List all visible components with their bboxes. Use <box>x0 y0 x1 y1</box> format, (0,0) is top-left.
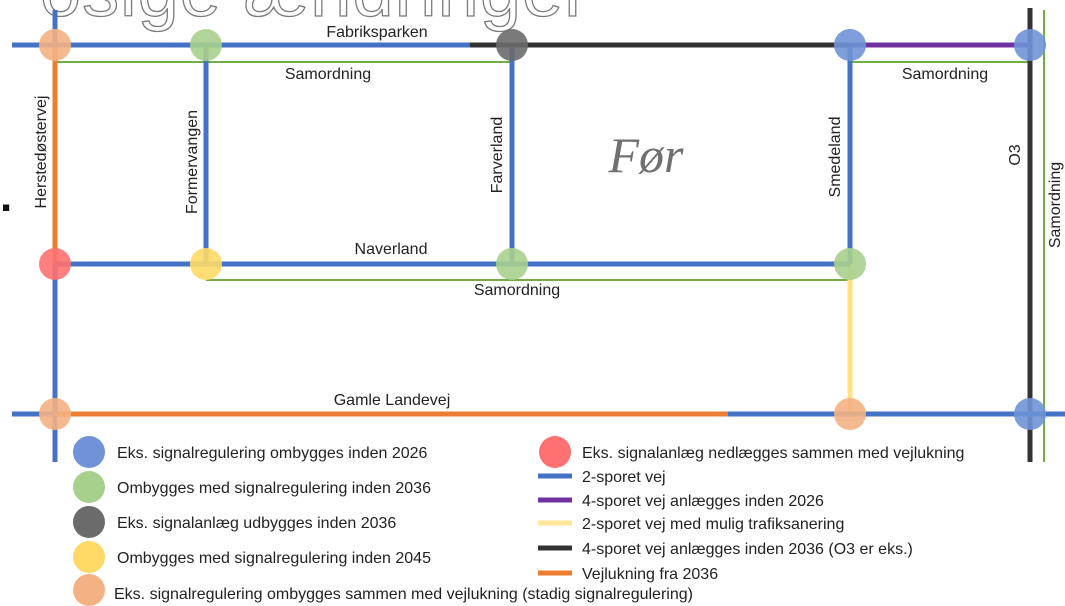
road-labels: Fabriksparken Naverland Gamle Landevej H… <box>33 24 1064 409</box>
coordination-lines <box>55 10 1045 462</box>
label-naverland: Naverland <box>355 241 428 258</box>
label-formervangen: Formervangen <box>184 110 201 214</box>
legend-label-2: Ombygges med signalregulering inden 2036 <box>117 480 431 497</box>
legend-road-label-4: 4-sporet vej anlægges inden 2036 (O3 er … <box>582 541 913 558</box>
label-farverland: Farverland <box>489 117 506 193</box>
cropped-title-glyph: . <box>0 172 13 221</box>
label-smedeland: Smedeland <box>827 117 844 198</box>
intersection-formervangen-naverland <box>190 248 222 280</box>
label-coordination-right-vertical: Samordning <box>1047 162 1064 248</box>
intersection-o3-gamle-landevej <box>1014 398 1046 430</box>
label-coordination-top-right: Samordning <box>902 66 988 83</box>
label-fabriksparken: Fabriksparken <box>326 24 427 41</box>
label-gamle-landevej: Gamle Landevej <box>334 392 451 409</box>
legend-roads: 2-sporet vej 4-sporet vej anlægges inden… <box>538 469 913 583</box>
legend-road-label-1: 2-sporet vej <box>582 469 666 486</box>
intersection-smedeland-gamle-landevej <box>834 398 866 430</box>
slide-title-fragment: osige ændringer <box>39 0 590 33</box>
legend-road-label-5: Vejlukning fra 2036 <box>582 566 718 583</box>
legend-road-label-2: 4-sporet vej anlægges inden 2026 <box>582 493 824 510</box>
legend-label-6: Eks. signalanlæg nedlægges sammen med ve… <box>582 445 964 462</box>
intersection-formervangen-fabriksparken <box>190 29 222 61</box>
legend-label-1: Eks. signalregulering ombygges inden 202… <box>117 445 428 462</box>
legend-intersections: Eks. signalregulering ombygges inden 202… <box>73 436 964 606</box>
label-coordination-top-left: Samordning <box>285 66 371 83</box>
intersection-smedeland-fabriksparken <box>834 29 866 61</box>
intersection-farverland-fabriksparken <box>496 29 528 61</box>
intersection-o3-fabriksparken <box>1014 29 1046 61</box>
intersection-herstedostervej-naverland <box>39 248 71 280</box>
label-o3: O3 <box>1007 144 1024 165</box>
intersection-herstedostervej-fabriksparken <box>39 29 71 61</box>
legend-label-4: Ombygges med signalregulering inden 2045 <box>117 550 431 567</box>
intersection-smedeland-naverland <box>834 248 866 280</box>
legend-label-5: Eks. signalregulering ombygges sammen me… <box>114 586 693 603</box>
label-coordination-middle: Samordning <box>474 282 560 299</box>
legend-swatch-red-circle <box>539 436 571 468</box>
stage-label: Før <box>608 127 685 183</box>
label-herstedostervej: Herstedøstervej <box>33 96 50 209</box>
legend-road-label-3: 2-sporet vej med mulig trafiksanering <box>582 516 844 533</box>
legend-swatch-gray-circle <box>73 506 105 538</box>
legend-swatch-peach-circle <box>73 574 105 606</box>
legend-swatch-blue-circle <box>73 436 105 468</box>
legend-label-3: Eks. signalanlæg udbygges inden 2036 <box>117 515 396 532</box>
intersection-markers <box>39 29 1046 430</box>
intersection-farverland-naverland <box>496 248 528 280</box>
intersection-herstedostervej-gamle-landevej <box>39 398 71 430</box>
legend-swatch-yellow-circle <box>73 541 105 573</box>
legend-swatch-green-circle <box>73 471 105 503</box>
